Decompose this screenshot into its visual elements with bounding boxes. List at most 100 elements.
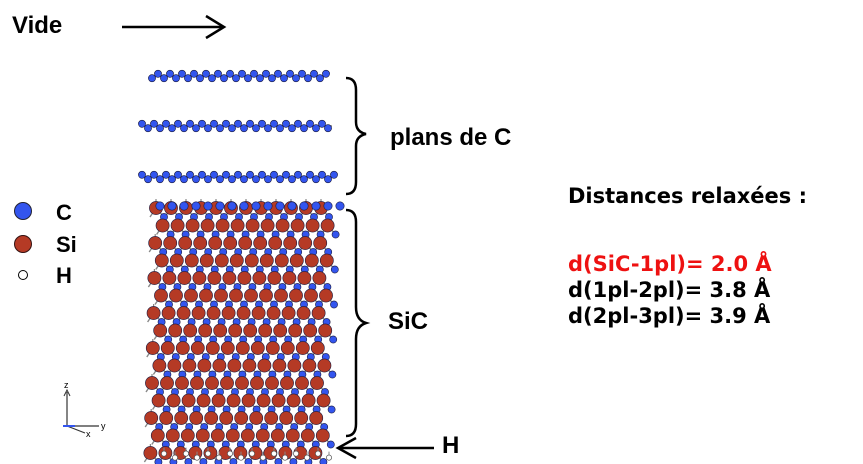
- carbon-atom-icon: [214, 69, 222, 78]
- carbon-atom-icon: [144, 124, 152, 133]
- carbon-atom-icon: [186, 119, 194, 128]
- carbon-atom-icon: [287, 201, 297, 211]
- carbon-atom-icon: [222, 170, 230, 179]
- carbon-atom-icon: [288, 175, 296, 184]
- silicon-atom-icon: [281, 306, 296, 320]
- carbon-atom-icon: [208, 74, 216, 83]
- silicon-atom-icon: [221, 306, 236, 320]
- silicon-atom-icon: [241, 393, 256, 408]
- carbon-atom-icon: [172, 74, 180, 83]
- silicon-atom-icon: [311, 306, 326, 320]
- carbon-atom-icon: [306, 119, 314, 128]
- silicon-atom-icon: [249, 411, 264, 425]
- carbon-atom-icon: [300, 175, 308, 184]
- silicon-atom-icon: [280, 376, 294, 390]
- carbon-atom-icon: [167, 201, 177, 211]
- carbon-atom-icon: [250, 69, 258, 78]
- silicon-atom-icon: [295, 376, 309, 390]
- legend-label-c: C: [56, 200, 72, 225]
- silicon-atom-icon: [297, 271, 312, 285]
- carbon-atom-icon: [138, 170, 146, 179]
- silicon-atom-icon: [214, 253, 229, 268]
- carbon-atom-icon: [220, 74, 228, 83]
- silicon-atom-icon: [205, 341, 220, 355]
- hydrogen-atom-icon: [216, 454, 222, 461]
- distance-line-3: d(2pl-3pl)= 3.9 Å: [568, 304, 771, 328]
- silicon-atom-icon: [207, 271, 222, 285]
- carbon-atom-icon: [312, 175, 320, 184]
- silicon-atom-icon: [174, 411, 189, 425]
- silicon-atom-icon: [243, 323, 258, 338]
- silicon-atom-icon: [183, 323, 198, 338]
- silicon-atom-icon: [177, 271, 192, 285]
- carbon-atom-icon: [232, 74, 240, 83]
- carbon-atom-icon: [324, 124, 332, 133]
- silicon-atom-icon: [145, 376, 159, 390]
- silicon-atom-icon: [235, 376, 249, 390]
- x-axis-icon: [66, 425, 86, 434]
- silicon-atom-icon: [190, 376, 204, 390]
- carbon-atom-icon: [264, 175, 272, 184]
- silicon-atom-icon: [274, 288, 288, 303]
- hydrogen-atom-icon: [249, 450, 255, 457]
- carbon-atom-icon: [252, 124, 260, 133]
- silicon-atom-icon: [289, 253, 304, 268]
- silicon-atom-icon: [175, 376, 189, 390]
- silicon-atom-icon: [143, 446, 158, 460]
- carbon-atom-icon: [299, 201, 309, 211]
- silicon-atom-icon: [154, 253, 169, 268]
- distances-title: Distances relaxées :: [568, 184, 807, 208]
- silicon-atom-icon: [185, 218, 200, 233]
- carbon-atom-icon: [227, 201, 237, 211]
- carbon-atom-icon: [210, 119, 218, 128]
- silicon-atom-icon: [229, 253, 244, 268]
- silicon-atom-icon: [236, 306, 251, 320]
- silicon-atom-icon: [256, 393, 271, 408]
- silicon-atom-icon: [238, 236, 253, 250]
- silicon-atom-icon: [184, 288, 198, 303]
- carbon-atom-icon: [298, 69, 306, 78]
- silicon-atom-icon: [310, 376, 324, 390]
- carbon-atom-icon: [306, 170, 314, 179]
- silicon-atom-icon: [168, 323, 183, 338]
- carbon-atom-icon: [330, 265, 339, 274]
- silicon-atom-icon: [300, 428, 315, 443]
- carbon-atom-icon: [138, 119, 146, 128]
- carbon-atom-icon: [240, 175, 248, 184]
- silicon-atom-icon: [270, 428, 285, 443]
- braces: [345, 76, 371, 438]
- silicon-atom-icon: [200, 218, 215, 233]
- silicon-atom-icon: [285, 428, 300, 443]
- silicon-atom-icon: [150, 428, 165, 443]
- silicon-atom-icon: [229, 288, 243, 303]
- carbon-atom-icon: [192, 124, 200, 133]
- carbon-atom-icon: [203, 201, 213, 211]
- carbon-atom-icon: [198, 119, 206, 128]
- silicon-atom-icon: [167, 358, 182, 373]
- carbon-atom-icon: [280, 74, 288, 83]
- silicon-atom-icon: [303, 323, 318, 338]
- carbon-atom-icon: [318, 119, 326, 128]
- silicon-atom-icon: [181, 393, 196, 408]
- silicon-atom-icon: [180, 428, 195, 443]
- carbon-atom-icon: [148, 74, 156, 83]
- carbon-atom-icon: [156, 175, 164, 184]
- silicon-atom-icon: [175, 341, 190, 355]
- carbon-atom-icon: [282, 170, 290, 179]
- plans-brace-icon: [345, 76, 367, 196]
- silicon-atom-icon: [204, 411, 219, 425]
- silicon-atom-icon: [162, 271, 177, 285]
- legend: C Si H: [12, 200, 132, 300]
- hydrogen-atom-icon: [172, 454, 178, 461]
- silicon-atom-icon: [219, 411, 234, 425]
- carbon-atom-icon: [327, 405, 336, 414]
- silicon-atom-icon: [265, 341, 280, 355]
- silicon-atom-icon: [163, 236, 178, 250]
- silicon-atom-icon: [192, 271, 207, 285]
- carbon-atom-icon: [222, 119, 230, 128]
- silicon-atom-icon: [211, 393, 226, 408]
- silicon-atom-icon: [235, 341, 250, 355]
- vide-arrow-icon: [122, 14, 227, 40]
- silicon-atom-icon: [144, 411, 159, 425]
- y-axis-label: y: [101, 421, 106, 431]
